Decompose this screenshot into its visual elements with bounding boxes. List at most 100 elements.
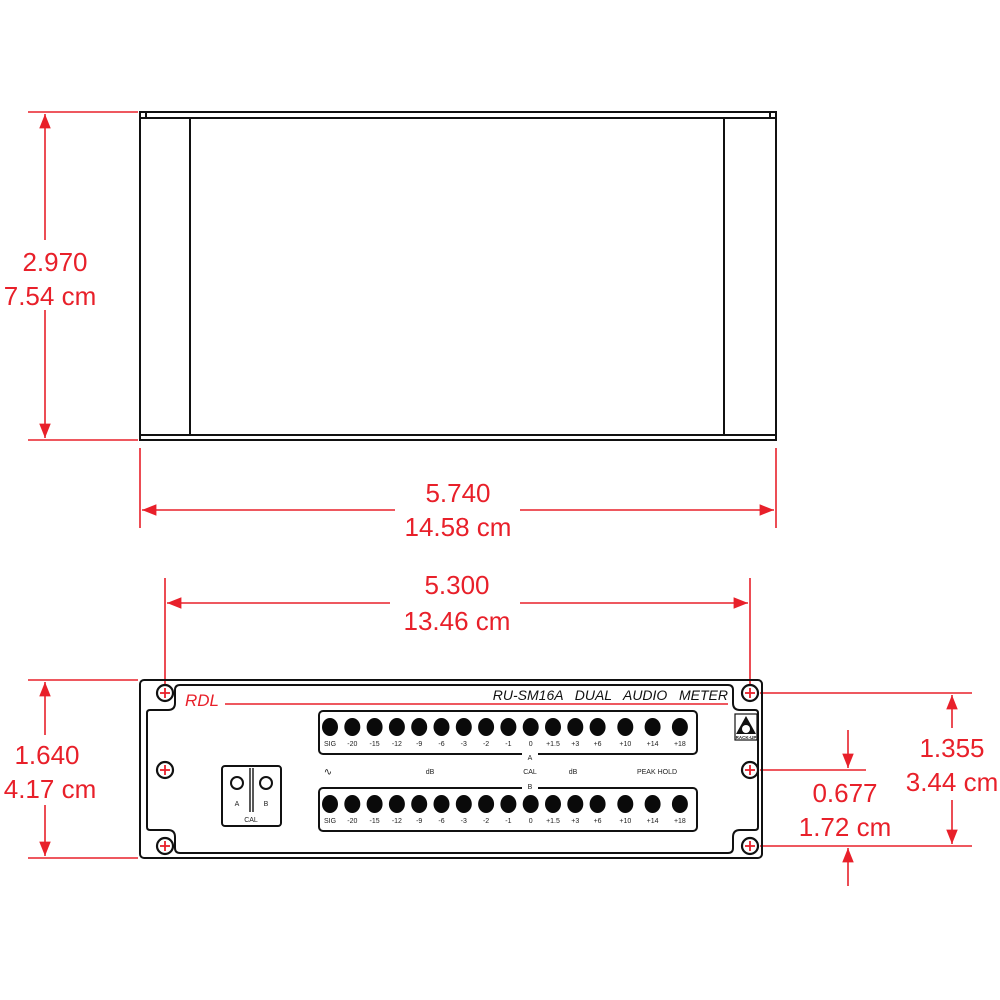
cal-label: CAL	[244, 817, 258, 824]
panel-height-cm: 4.17 cm	[4, 774, 97, 804]
mounting-screw-icon	[740, 760, 760, 780]
rack-up-logo: RACK-UP	[734, 713, 758, 741]
mounting-screw-icon	[155, 760, 175, 780]
led-a	[411, 718, 428, 736]
led-a	[455, 718, 472, 736]
led-b	[411, 795, 428, 813]
led-b	[671, 795, 688, 813]
meter-scale-label: -9	[416, 818, 422, 825]
meter-b-window	[318, 787, 698, 832]
meter-scale-label: -12	[392, 741, 402, 748]
meter-scale-label: -20	[347, 741, 357, 748]
panel-height-inches: 1.640	[14, 740, 79, 770]
led-b	[344, 795, 361, 813]
led-a	[671, 718, 688, 736]
front-panel: RDL RU-SM16A DUAL AUDIO METER RACK-UP A …	[139, 679, 763, 859]
meter-scale-label: -9	[416, 741, 422, 748]
cal-a-label: A	[235, 801, 240, 808]
channel-b-label: B	[528, 784, 533, 791]
led-b	[617, 795, 634, 813]
meter-scale-label: +1.5	[546, 741, 560, 748]
meter-scale-label: +3	[571, 741, 579, 748]
meter-scale-label: -15	[370, 741, 380, 748]
rdl-logo: RDL	[185, 691, 219, 710]
mounting-screw-icon	[155, 683, 175, 703]
height-inches: 2.970	[22, 247, 87, 277]
meter-scale-label: -1	[505, 818, 511, 825]
db-left-label: dB	[426, 769, 435, 776]
meter-a-window	[318, 710, 698, 755]
half-height-inches: 0.677	[812, 778, 877, 808]
mount-height-cm: 3.44 cm	[906, 767, 999, 797]
mounting-screw-icon	[155, 836, 175, 856]
panel-face	[146, 684, 759, 854]
meter-scale-label: +10	[619, 741, 631, 748]
rack-up-text: RACK-UP	[736, 735, 757, 740]
led-a	[478, 718, 495, 736]
meter-scale-label: -2	[483, 741, 489, 748]
led-a	[500, 718, 517, 736]
meter-scale-label: +14	[647, 741, 659, 748]
led-b	[567, 795, 584, 813]
width-inches: 5.740	[425, 478, 490, 508]
led-a	[617, 718, 634, 736]
meter-scale-label: -12	[392, 818, 402, 825]
led-b	[644, 795, 661, 813]
led-a	[589, 718, 606, 736]
meter-scale-label: SIG	[324, 741, 336, 748]
meter-scale-label: +14	[647, 818, 659, 825]
led-a	[644, 718, 661, 736]
channel-a-label: A	[528, 755, 533, 762]
meter-scale-label: +10	[619, 818, 631, 825]
led-a	[545, 718, 561, 736]
meter-scale-label: +3	[571, 818, 579, 825]
meter-scale-label: -20	[347, 818, 357, 825]
mount-width-dimension: 5.300 13.46 cm	[164, 570, 751, 686]
top-view	[139, 111, 777, 441]
meter-scale-label: -15	[370, 818, 380, 825]
panel-height-dimension: 1.640 4.17 cm	[4, 679, 138, 859]
db-right-label: dB	[569, 769, 578, 776]
led-a	[344, 718, 361, 736]
peak-hold-label: PEAK HOLD	[637, 769, 677, 776]
gap	[522, 784, 538, 792]
led-b	[455, 795, 472, 813]
panel-outline	[139, 679, 763, 859]
led-b	[478, 795, 495, 813]
cal-a-trim[interactable]	[230, 776, 244, 790]
cal-indicator-label: CAL	[523, 769, 537, 776]
mount-width-inches: 5.300	[424, 570, 489, 600]
mounting-screw-icon	[740, 683, 760, 703]
led-b	[545, 795, 561, 813]
led-b	[322, 795, 338, 813]
led-a	[366, 718, 383, 736]
led-a	[433, 718, 450, 736]
meter-scale-label: -6	[438, 818, 444, 825]
meter-scale-label: +18	[674, 741, 686, 748]
cal-box: A B CAL	[221, 765, 282, 827]
meter-scale-label: +6	[594, 741, 602, 748]
led-a	[567, 718, 584, 736]
meter-scale-label: -3	[461, 818, 467, 825]
led-b	[388, 795, 405, 813]
meter-scale-label: +18	[674, 818, 686, 825]
led-a	[388, 718, 405, 736]
led-b	[589, 795, 606, 813]
meter-scale-label: -6	[438, 741, 444, 748]
model-title: RU-SM16A DUAL AUDIO METER	[493, 687, 728, 703]
height-cm: 7.54 cm	[4, 281, 97, 311]
cal-b-label: B	[264, 801, 269, 808]
meter-scale-label: SIG	[324, 818, 336, 825]
width-dimension-top: 5.740 14.58 cm	[139, 448, 777, 542]
mount-width-cm: 13.46 cm	[404, 606, 511, 636]
led-b	[366, 795, 383, 813]
meter-scale-label: -2	[483, 818, 489, 825]
mount-height-dimension: 1.355 3.44 cm	[760, 692, 999, 847]
led-a	[322, 718, 338, 736]
mounting-screw-icon	[740, 836, 760, 856]
half-height-dimension: 0.677 1.72 cm	[760, 730, 891, 886]
cal-b-trim[interactable]	[259, 776, 273, 790]
meter-scale-label: 0	[529, 741, 533, 748]
meter-scale-label: +6	[594, 818, 602, 825]
